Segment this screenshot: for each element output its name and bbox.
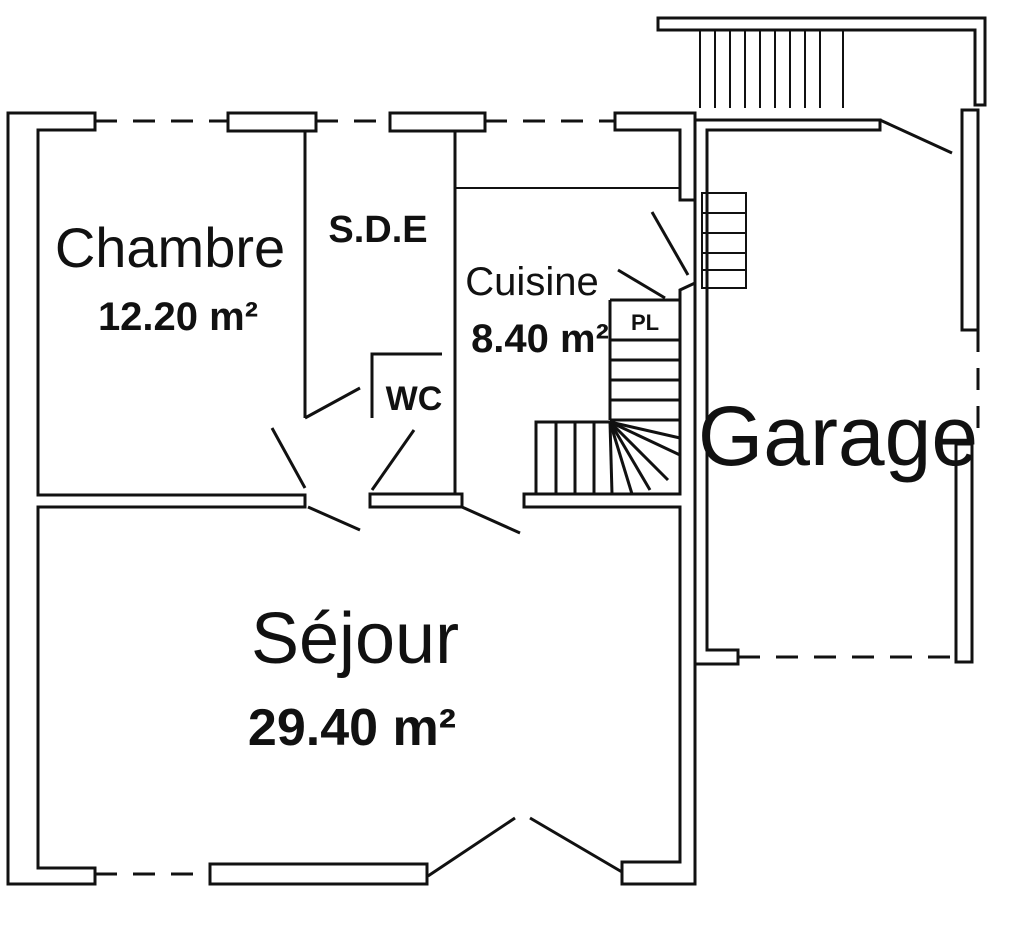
pl-name: PL bbox=[631, 310, 659, 335]
door-cuisine-garage bbox=[650, 211, 690, 276]
chambre-name: Chambre bbox=[55, 216, 285, 279]
room-labels: Chambre 12.20 m² S.D.E WC Cuisine 8.40 m… bbox=[55, 209, 978, 757]
door-chambre bbox=[270, 427, 307, 489]
window-sejour bbox=[208, 862, 429, 886]
windows bbox=[208, 108, 980, 886]
top-kitchen-wall bbox=[613, 111, 697, 202]
doors bbox=[270, 118, 953, 878]
wc-name: WC bbox=[386, 380, 443, 418]
door-wc bbox=[370, 429, 416, 491]
side-stair bbox=[701, 192, 747, 289]
door-cuisine bbox=[461, 505, 521, 535]
left-wall bbox=[6, 111, 307, 886]
window-garage-bottom bbox=[954, 442, 974, 664]
door-pl bbox=[617, 268, 666, 300]
sde-name: S.D.E bbox=[328, 209, 427, 251]
ext-stair-frame bbox=[656, 16, 987, 107]
door-chambre-swing bbox=[307, 505, 361, 532]
garage-name: Garage bbox=[698, 389, 978, 483]
window-chambre bbox=[226, 111, 318, 133]
window-garage-top bbox=[960, 108, 980, 332]
door-chambre-sde bbox=[304, 386, 361, 420]
door-sejour-left bbox=[427, 816, 516, 878]
outer-walls bbox=[6, 111, 882, 886]
window-sde bbox=[388, 111, 487, 133]
sejour-name: Séjour bbox=[251, 599, 459, 679]
door-garage bbox=[879, 118, 953, 155]
door-sejour-right bbox=[529, 816, 623, 874]
dashed-lines bbox=[95, 119, 980, 876]
cuisine-name: Cuisine bbox=[465, 260, 598, 304]
sejour-area: 29.40 m² bbox=[248, 699, 456, 757]
stairs bbox=[534, 16, 987, 495]
wall-wc bbox=[370, 352, 442, 418]
cuisine-area: 8.40 m² bbox=[471, 317, 609, 361]
chambre-area: 12.20 m² bbox=[98, 295, 258, 339]
garage-left-wall bbox=[693, 118, 882, 666]
wall-wc-bottom bbox=[368, 492, 464, 509]
interior-stair bbox=[534, 338, 681, 495]
ext-stair-steps bbox=[699, 30, 844, 108]
bottom-right-wall bbox=[522, 280, 697, 886]
